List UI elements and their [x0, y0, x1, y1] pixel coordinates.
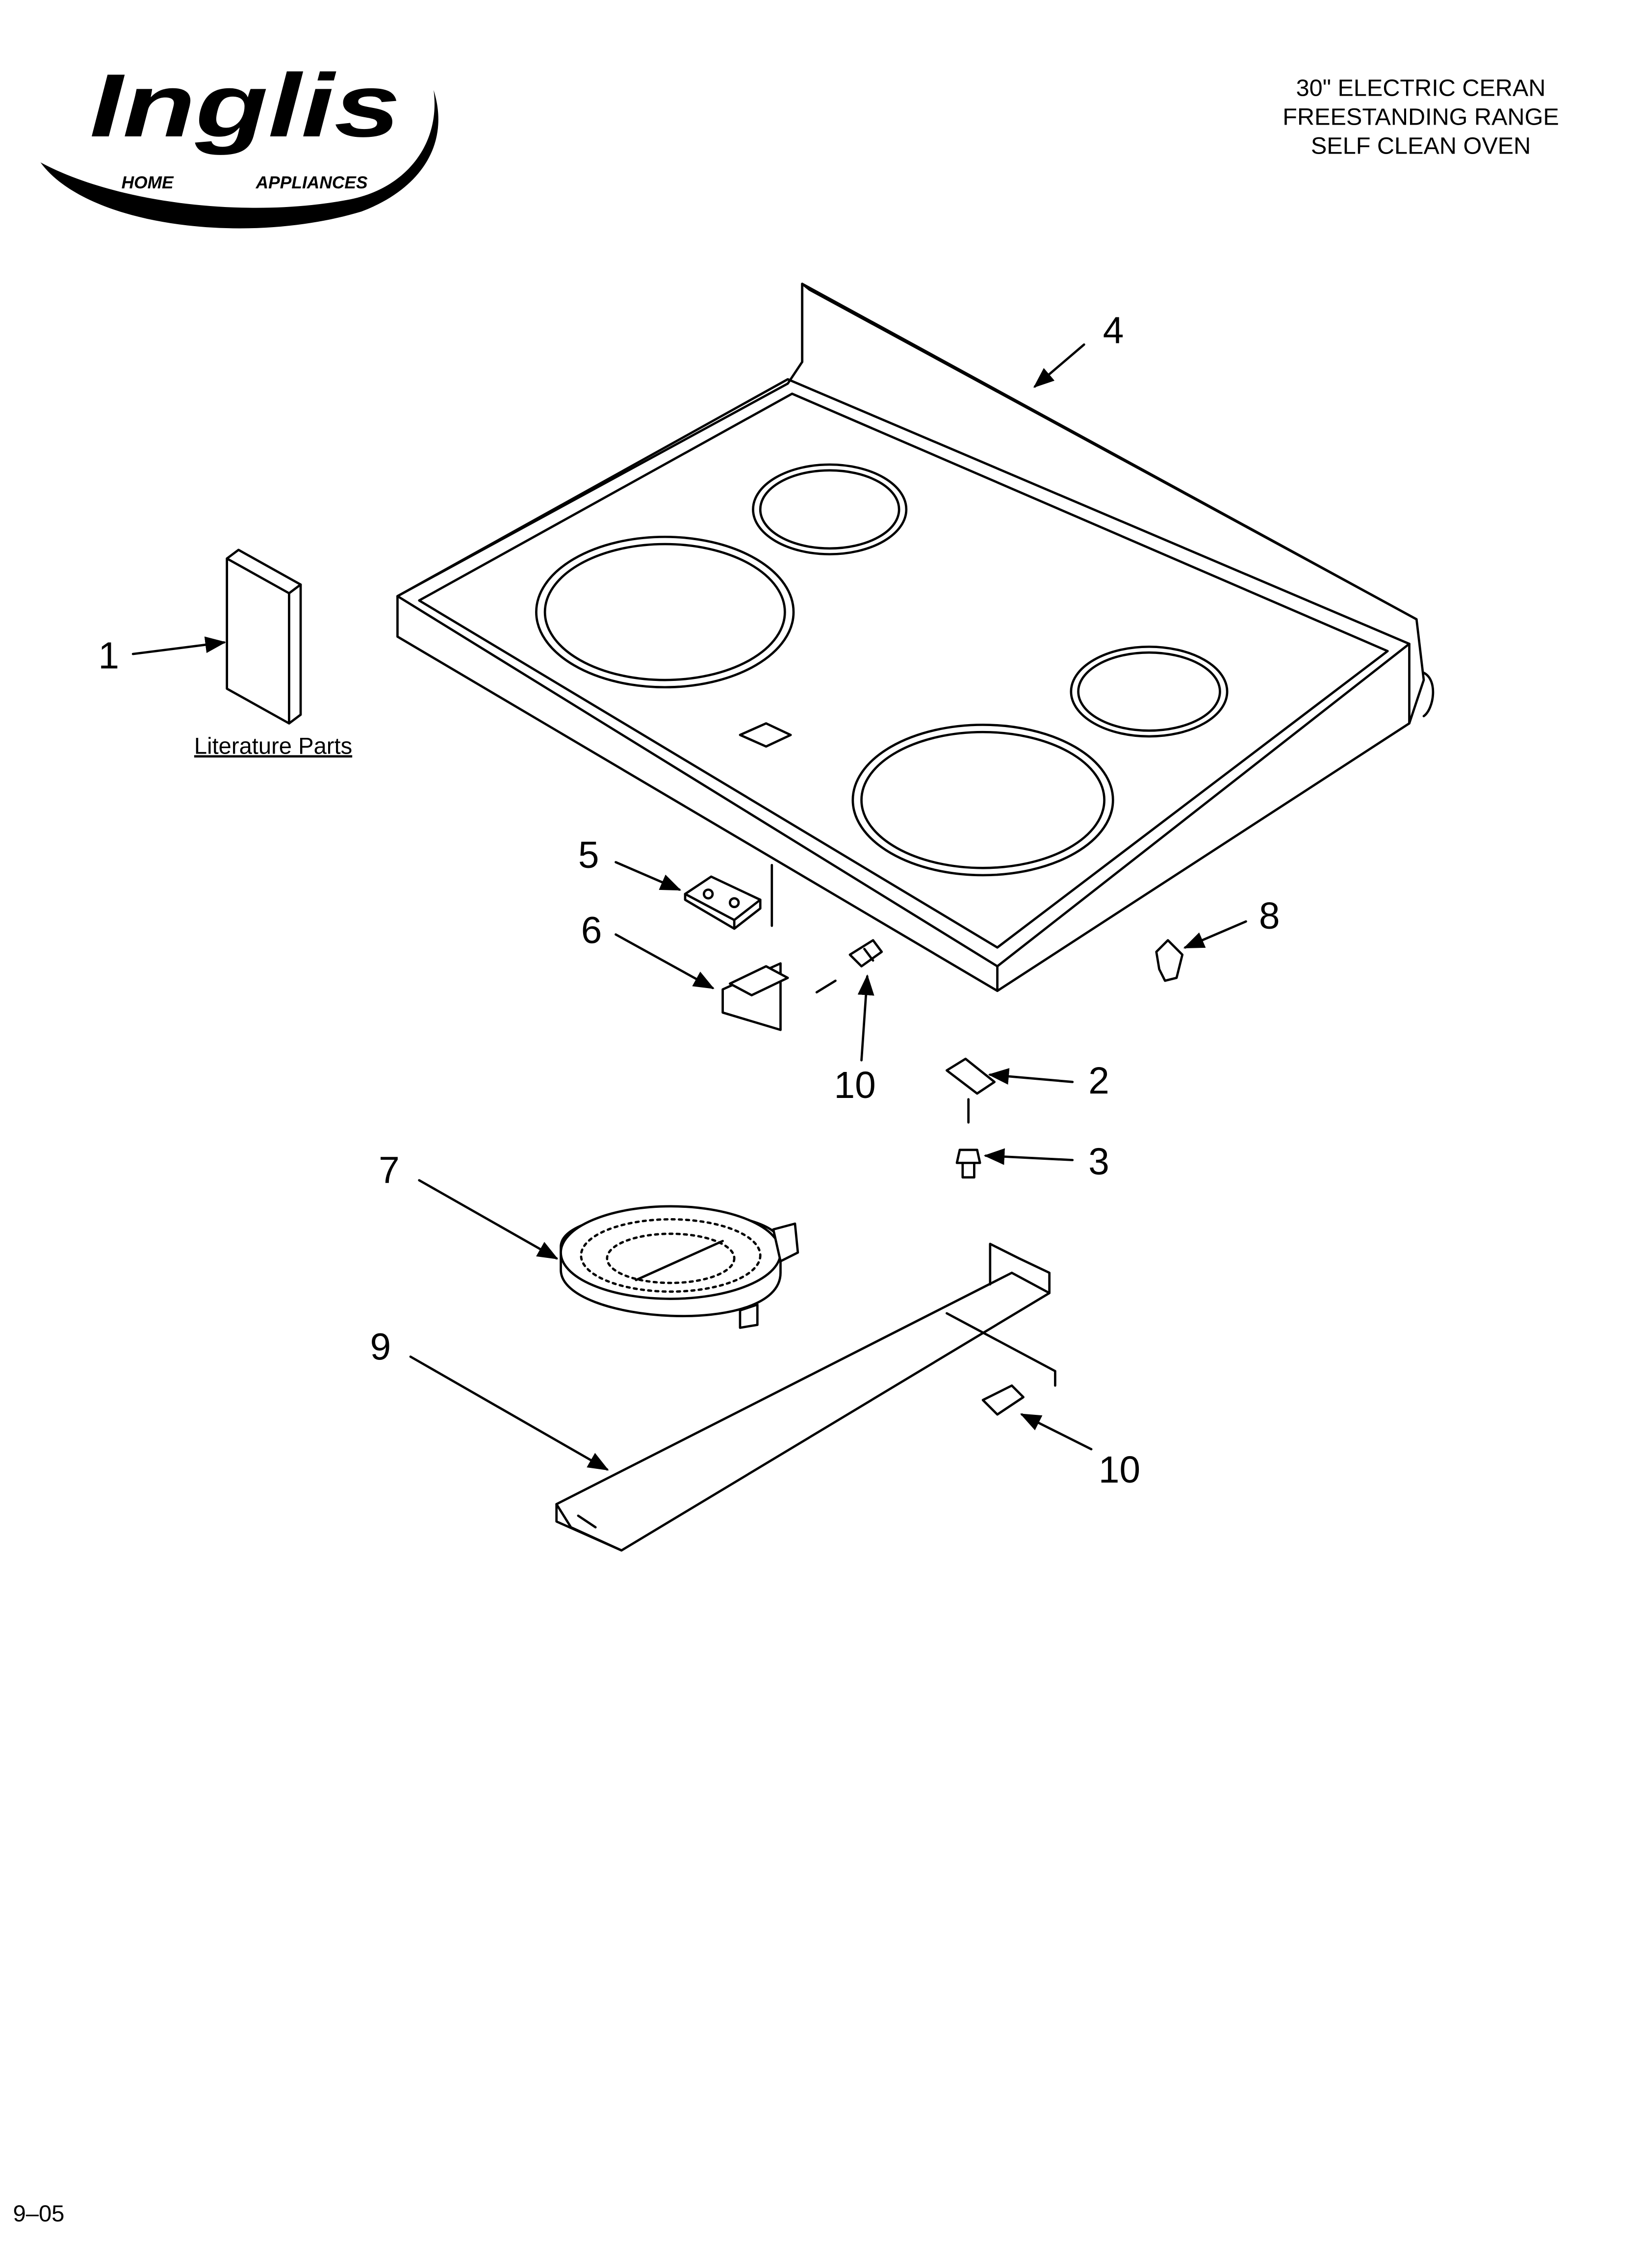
part-7-heating-element	[560, 1205, 799, 1329]
callout-6: 6	[581, 910, 602, 951]
part-6-bracket	[721, 962, 837, 1031]
cooktop	[396, 283, 1435, 992]
indicator-light-window	[739, 722, 792, 748]
callout-10-upper: 10	[834, 1065, 876, 1106]
callout-9: 9	[370, 1326, 391, 1368]
title-line-2: FREESTANDING RANGE	[1283, 104, 1559, 130]
part-10-screw-lower	[981, 1384, 1025, 1416]
date-code: 9–05	[13, 2200, 65, 2226]
title-line-3: SELF CLEAN OVEN	[1311, 132, 1531, 159]
callout-4: 4	[1103, 310, 1124, 351]
inglis-logo: Inglis HOME APPLIANCES	[40, 55, 438, 229]
part-3-screw	[955, 1148, 981, 1179]
part-9-bracket-bar	[555, 1243, 1056, 1552]
part-5-switch	[684, 863, 773, 930]
part-2-clip	[946, 1057, 996, 1095]
callout-5: 5	[578, 834, 599, 876]
leader-lines	[131, 343, 1247, 1471]
literature-parts	[226, 548, 302, 725]
callout-8: 8	[1259, 895, 1280, 937]
callout-10-lower: 10	[1099, 1449, 1140, 1491]
title-line-1: 30" ELECTRIC CERAN	[1296, 75, 1546, 101]
callout-1: 1	[98, 635, 119, 677]
callout-2: 2	[1088, 1060, 1109, 1102]
callout-3: 3	[1088, 1141, 1109, 1183]
part-8-clip	[1155, 939, 1184, 982]
logo-brand: Inglis	[90, 55, 401, 156]
part-10-screw-upper	[848, 939, 883, 967]
callout-7: 7	[379, 1150, 400, 1192]
logo-appliances: APPLIANCES	[256, 173, 368, 192]
logo-home: HOME	[122, 173, 174, 192]
literature-parts-label: Literature Parts	[194, 732, 352, 758]
